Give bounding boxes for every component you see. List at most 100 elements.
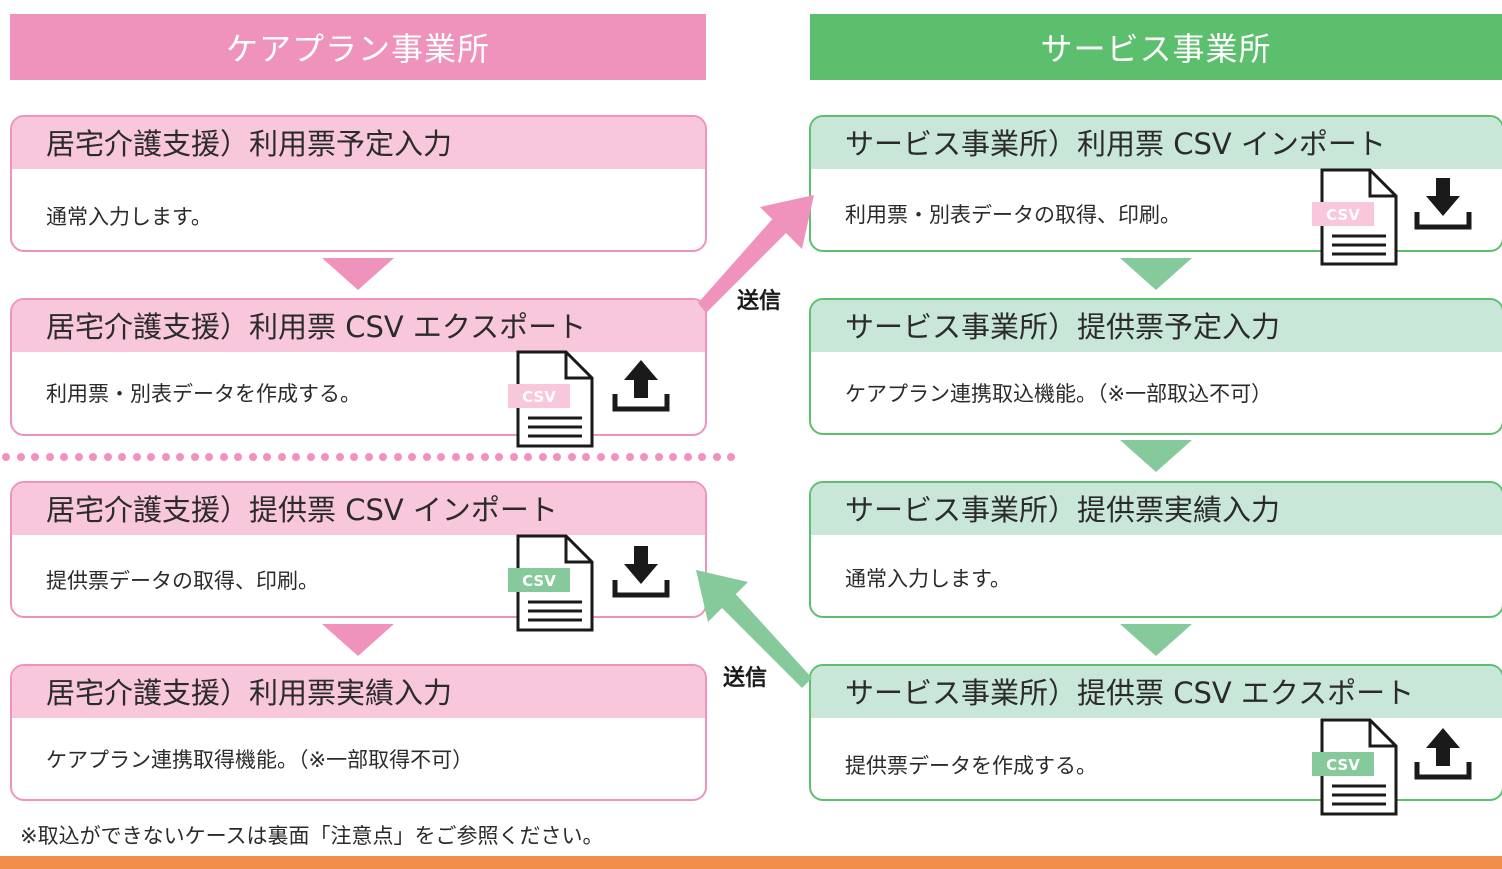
right-card-actual-input: サービス事業所）提供票実績入力 通常入力します。 [809, 481, 1502, 618]
divider-dot [74, 453, 83, 461]
left-card-provision-csv-import: 居宅介護支援）提供票 CSV インポート 提供票データの取得、印刷。 [10, 481, 707, 618]
upload-icon [612, 360, 670, 412]
divider-dot [364, 453, 373, 461]
card-body: 通常入力します。 [845, 567, 1011, 591]
bottom-accent-bar [0, 856, 1502, 869]
divider-dot [263, 453, 271, 461]
card-body: 提供票データを作成する。 [845, 754, 1097, 778]
divider-dot [205, 453, 213, 461]
flow-down-arrow [322, 624, 394, 656]
send-label: 送信 [737, 289, 782, 314]
card-body: 利用票・別表データの取得、印刷。 [845, 203, 1181, 227]
divider-dot [596, 453, 605, 461]
divider-dot [60, 453, 68, 461]
card-title: 居宅介護支援）利用票 CSV エクスポート [12, 300, 705, 352]
divider-dot [683, 453, 692, 461]
card-body: ケアプラン連携取得機能。（※一部取得不可） [46, 748, 474, 772]
divider-dot [422, 453, 431, 461]
left-card-plan-input: 居宅介護支援）利用票予定入力 通常入力します。 [10, 115, 707, 252]
divider-dot [495, 453, 503, 461]
divider-dot [190, 453, 199, 461]
divider-dot [335, 453, 344, 461]
divider-dot [698, 453, 706, 461]
service-office-header: サービス事業所 [810, 14, 1502, 80]
divider-dot [379, 453, 387, 461]
divider-dot [16, 453, 25, 461]
divider-dot [640, 453, 648, 461]
care-plan-office-header: ケアプラン事業所 [10, 14, 706, 80]
flow-down-arrow [1120, 258, 1192, 290]
divider-dot [132, 453, 141, 461]
divider-dot [219, 453, 228, 461]
divider-dot [524, 453, 532, 461]
card-body: 提供票データの取得、印刷。 [46, 569, 319, 593]
divider-dot [147, 453, 155, 461]
divider-dot [582, 453, 590, 461]
card-title: サービス事業所）利用票 CSV インポート [811, 117, 1502, 169]
divider-dot [727, 453, 735, 461]
divider-dot [248, 453, 257, 461]
csv-file-icon: CSV [1312, 718, 1398, 816]
section-divider [0, 453, 735, 463]
left-card-usage-csv-export: 居宅介護支援）利用票 CSV エクスポート 利用票・別表データを作成する。 [10, 298, 707, 436]
divider-dot [451, 453, 460, 461]
divider-dot [2, 453, 10, 461]
csv-tag: CSV [1326, 206, 1360, 224]
divider-dot [161, 453, 170, 461]
divider-dot [669, 453, 677, 461]
flow-down-arrow [322, 258, 394, 290]
divider-dot [654, 453, 663, 461]
card-body: ケアプラン連携取込機能。（※一部取込不可） [845, 382, 1273, 406]
divider-dot [480, 453, 489, 461]
divider-dot [176, 453, 184, 461]
divider-dot [277, 453, 286, 461]
flow-down-arrow [1120, 440, 1192, 472]
upload-icon [1414, 728, 1472, 780]
divider-dot [350, 453, 358, 461]
divider-dot [509, 453, 518, 461]
download-icon [612, 546, 670, 598]
divider-dot [466, 453, 474, 461]
divider-dot [45, 453, 54, 461]
card-title: 居宅介護支援）利用票実績入力 [12, 666, 705, 718]
left-card-actual-input: 居宅介護支援）利用票実績入力 ケアプラン連携取得機能。（※一部取得不可） [10, 664, 707, 801]
divider-dot [118, 453, 126, 461]
csv-file-icon: CSV [508, 534, 594, 632]
card-title: 居宅介護支援）利用票予定入力 [12, 117, 705, 169]
divider-dot [234, 453, 242, 461]
divider-dot [437, 453, 445, 461]
csv-file-icon: CSV [1312, 168, 1398, 266]
send-arrow-pink-icon [698, 195, 814, 313]
card-title: サービス事業所）提供票実績入力 [811, 483, 1502, 535]
card-title: サービス事業所）提供票 CSV エクスポート [811, 666, 1502, 718]
flow-down-arrow [1120, 624, 1192, 656]
divider-dot [625, 453, 634, 461]
send-label: 送信 [723, 666, 768, 691]
divider-dot [393, 453, 402, 461]
card-title: 居宅介護支援）提供票 CSV インポート [12, 483, 705, 535]
download-icon [1414, 178, 1472, 230]
card-body: 利用票・別表データを作成する。 [46, 382, 361, 406]
send-arrow-green-icon [696, 570, 812, 688]
card-body: 通常入力します。 [46, 205, 212, 229]
divider-dot [538, 453, 547, 461]
divider-dot [89, 453, 97, 461]
csv-file-icon: CSV [508, 350, 594, 448]
footnote: ※取込ができないケースは裏面「注意点」をご参照ください。 [20, 824, 604, 848]
divider-dot [321, 453, 329, 461]
csv-tag: CSV [522, 388, 556, 406]
divider-dot [553, 453, 561, 461]
divider-dot [292, 453, 300, 461]
divider-dot [567, 453, 576, 461]
right-card-plan-input: サービス事業所）提供票予定入力 ケアプラン連携取込機能。（※一部取込不可） [809, 298, 1502, 435]
divider-dot [103, 453, 112, 461]
divider-dot [306, 453, 315, 461]
card-title: サービス事業所）提供票予定入力 [811, 300, 1502, 352]
csv-tag: CSV [522, 572, 556, 590]
divider-dot [408, 453, 416, 461]
divider-dot [712, 453, 721, 461]
divider-dot [611, 453, 619, 461]
divider-dot [31, 453, 39, 461]
right-card-usage-csv-import: サービス事業所）利用票 CSV インポート 利用票・別表データの取得、印刷。 [809, 115, 1502, 252]
right-card-provision-csv-export: サービス事業所）提供票 CSV エクスポート 提供票データを作成する。 [809, 664, 1502, 801]
